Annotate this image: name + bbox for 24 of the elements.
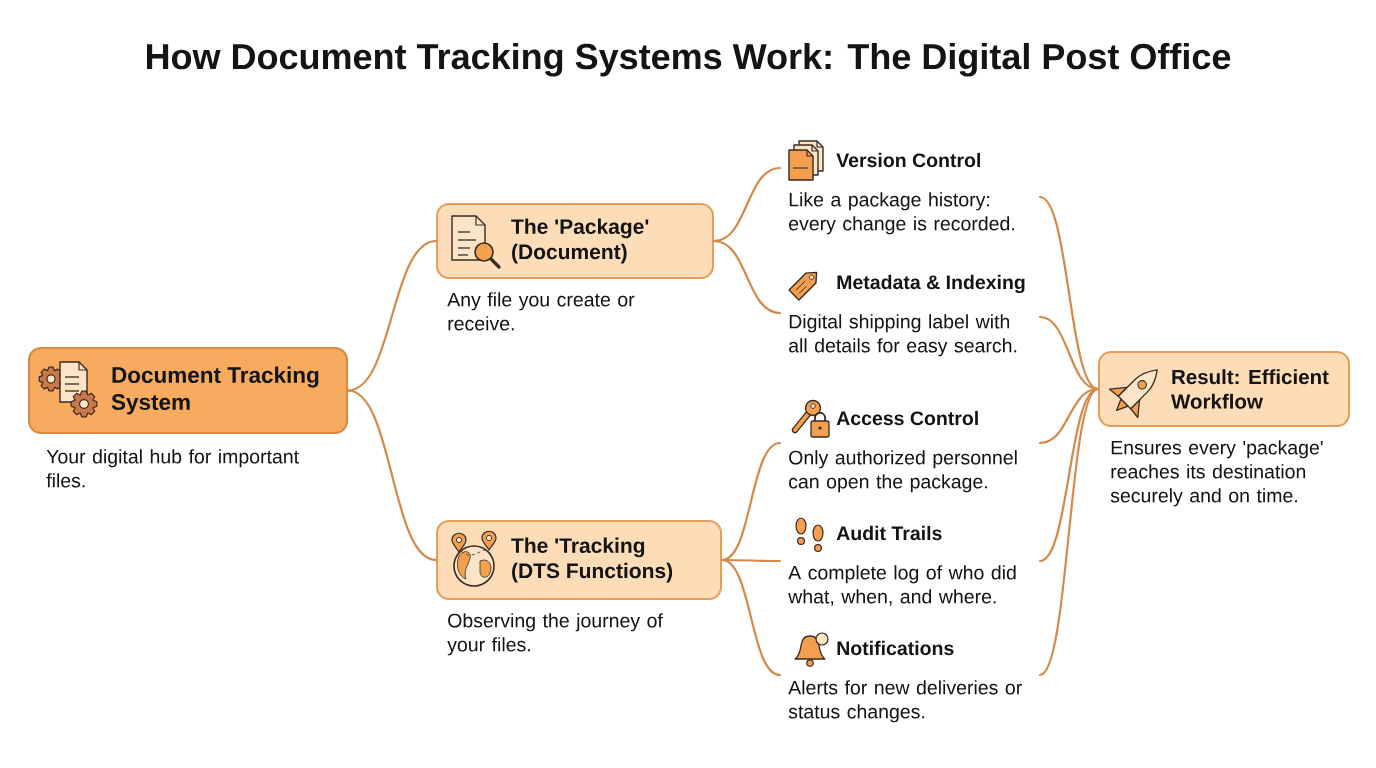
caption-text: Ensures every 'package' reaches its destination securely and on time.: [1110, 440, 1323, 507]
feature-heading: Version Control: [836, 152, 980, 168]
result-box: Result: Efficient Workflow: [1098, 351, 1350, 427]
connector-line: [346, 389, 438, 562]
feature-heading: Metadata & Indexing: [837, 274, 1025, 294]
feature-description: Digital shipping label with all details for easy search.: [789, 314, 1017, 357]
main-topic-box: Document Tracking System: [28, 347, 348, 434]
feature-description: Like a package history: every change is recorded.: [789, 192, 1014, 235]
feature-heading: Audit Trails: [836, 525, 942, 541]
feature-heading: Notifications: [837, 640, 954, 656]
topic-box: The 'Package' (Document): [436, 203, 714, 279]
connector-line: [1038, 387, 1100, 677]
feature-heading: Access Control: [836, 410, 978, 426]
feature-description: Only authorized personnel can open the package.: [789, 450, 1017, 493]
connector-line: [712, 239, 782, 315]
title: How Document Tracking Systems Work: The Digital Post Office: [147, 42, 1231, 77]
caption-text: Any file you create or receive.: [447, 292, 635, 331]
feature-description: A complete log of who did what, when, and where.: [788, 565, 1016, 606]
feature-description: Alerts for new deliveries or status changes.: [788, 680, 1022, 723]
connector-line: [346, 239, 438, 392]
caption-text: Your digital hub for important files.: [46, 449, 299, 488]
topic-box: The 'Tracking (DTS Functions): [436, 520, 722, 600]
connector-line: [720, 558, 782, 677]
caption-text: Observing the journey of your files.: [447, 613, 663, 656]
